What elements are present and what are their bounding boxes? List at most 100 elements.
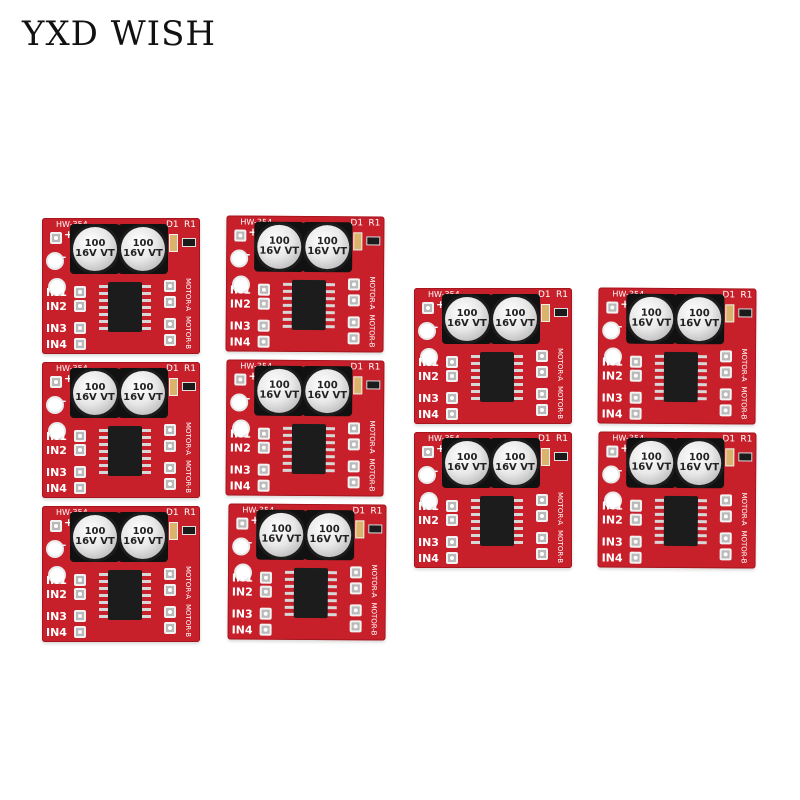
minus-label: - — [434, 466, 439, 477]
motor-b-pad — [719, 388, 732, 401]
in2-label: IN2 — [229, 441, 251, 455]
resistor — [554, 308, 568, 317]
motor-a-label: MOTOR-A — [739, 492, 749, 526]
driver-chip — [284, 567, 338, 619]
in3-label: IN3 — [46, 610, 67, 623]
capacitor-text: 100 16V VT — [261, 523, 302, 545]
in1-pad — [259, 571, 273, 584]
driver-chip — [99, 426, 151, 476]
mounting-hole — [232, 537, 251, 556]
motor-b-pad — [536, 404, 548, 416]
capacitor-left: 100 16V VT — [257, 224, 302, 269]
in3-pad — [446, 536, 458, 548]
resistor — [368, 524, 383, 534]
motor-a-pad — [349, 582, 362, 595]
mounting-hole — [418, 466, 436, 484]
in3-label: IN3 — [601, 535, 623, 549]
motor-a-label: MOTOR-A — [184, 278, 192, 312]
in4-label: IN4 — [229, 335, 251, 349]
diode — [353, 376, 363, 395]
motor-a-pad — [164, 568, 176, 580]
power-pad — [606, 445, 619, 458]
motor-a-label: MOTOR-A — [367, 276, 377, 310]
in2-pad — [74, 444, 86, 456]
r1-label: R1 — [740, 290, 753, 301]
motor-b-pad — [347, 316, 360, 329]
power-pad — [606, 301, 619, 314]
motor-b-pad — [347, 476, 360, 489]
in1-label: IN1 — [46, 286, 67, 299]
capacitor-text: 100 16V VT — [495, 308, 535, 329]
in2-label: IN2 — [46, 444, 67, 457]
mounting-hole — [420, 348, 438, 366]
capacitor-text: 100 16V VT — [631, 451, 672, 473]
d1-label: D1 — [166, 220, 179, 230]
in4-pad — [629, 407, 642, 420]
in3-label: IN3 — [229, 319, 251, 333]
diode — [169, 378, 178, 396]
in2-pad — [629, 513, 642, 526]
in3-pad — [446, 392, 458, 404]
r1-label: R1 — [368, 218, 381, 229]
power-pad — [50, 520, 62, 532]
in4-pad — [74, 338, 86, 350]
in1-label: IN1 — [231, 571, 253, 585]
mounting-hole — [48, 422, 66, 440]
in2-label: IN2 — [601, 513, 623, 527]
plus-label: + — [436, 298, 446, 311]
capacitor-right: 100 16V VT — [121, 371, 165, 415]
motor-b-label: MOTOR-B — [739, 386, 748, 420]
capacitor-left: 100 16V VT — [445, 441, 489, 485]
motor-b-pad — [347, 460, 360, 473]
driver-chip — [282, 279, 336, 331]
in2-label: IN2 — [601, 369, 623, 383]
r1-label: R1 — [184, 220, 196, 230]
mounting-hole — [46, 396, 64, 414]
in2-pad — [446, 514, 458, 526]
d1-label: D1 — [538, 290, 551, 300]
motor-a-pad — [719, 350, 733, 363]
driver-chip — [99, 282, 151, 332]
capacitor-left: 100 16V VT — [259, 512, 304, 557]
motor-a-pad — [164, 296, 176, 308]
in3-pad — [74, 322, 86, 334]
motor-driver-board: HW-354 D1 R1 + - 100 16V VT 100 16V VT I… — [414, 432, 572, 568]
resistor — [182, 526, 196, 535]
motor-driver-board: HW-354 D1 R1 + - 100 16V VT 100 16V VT I… — [42, 506, 200, 642]
motor-a-pad — [164, 584, 176, 596]
driver-chip — [471, 496, 523, 546]
capacitor-text: 100 16V VT — [123, 526, 163, 547]
in4-pad — [74, 482, 86, 494]
motor-a-pad — [719, 510, 732, 523]
in1-label: IN1 — [46, 574, 67, 587]
in4-label: IN4 — [418, 552, 439, 565]
driver-chip — [99, 570, 151, 620]
mounting-hole — [48, 278, 66, 296]
capacitor-left: 100 16V VT — [445, 297, 489, 341]
motor-a-label: MOTOR-A — [739, 348, 749, 382]
in2-label: IN2 — [418, 370, 439, 383]
in4-pad — [257, 479, 270, 492]
motor-b-label: MOTOR-B — [369, 602, 378, 636]
motor-a-pad — [347, 422, 361, 435]
capacitor-right: 100 16V VT — [307, 513, 352, 558]
in2-label: IN2 — [418, 514, 439, 527]
minus-label: - — [62, 396, 67, 407]
in1-pad — [74, 286, 86, 298]
capacitor-right: 100 16V VT — [305, 225, 350, 270]
motor-b-pad — [349, 620, 362, 633]
motor-b-pad — [164, 606, 176, 618]
motor-b-pad — [719, 548, 732, 561]
motor-b-pad — [536, 548, 548, 560]
in3-pad — [629, 535, 642, 548]
in3-label: IN3 — [46, 322, 67, 335]
in1-label: IN1 — [46, 430, 67, 443]
motor-b-pad — [164, 318, 176, 330]
in2-pad — [257, 297, 270, 310]
diode — [541, 304, 550, 322]
in2-pad — [259, 585, 272, 598]
capacitor-left: 100 16V VT — [257, 368, 302, 413]
driver-chip — [654, 351, 708, 403]
capacitor-text: 100 16V VT — [75, 526, 115, 547]
in4-label: IN4 — [601, 551, 623, 565]
